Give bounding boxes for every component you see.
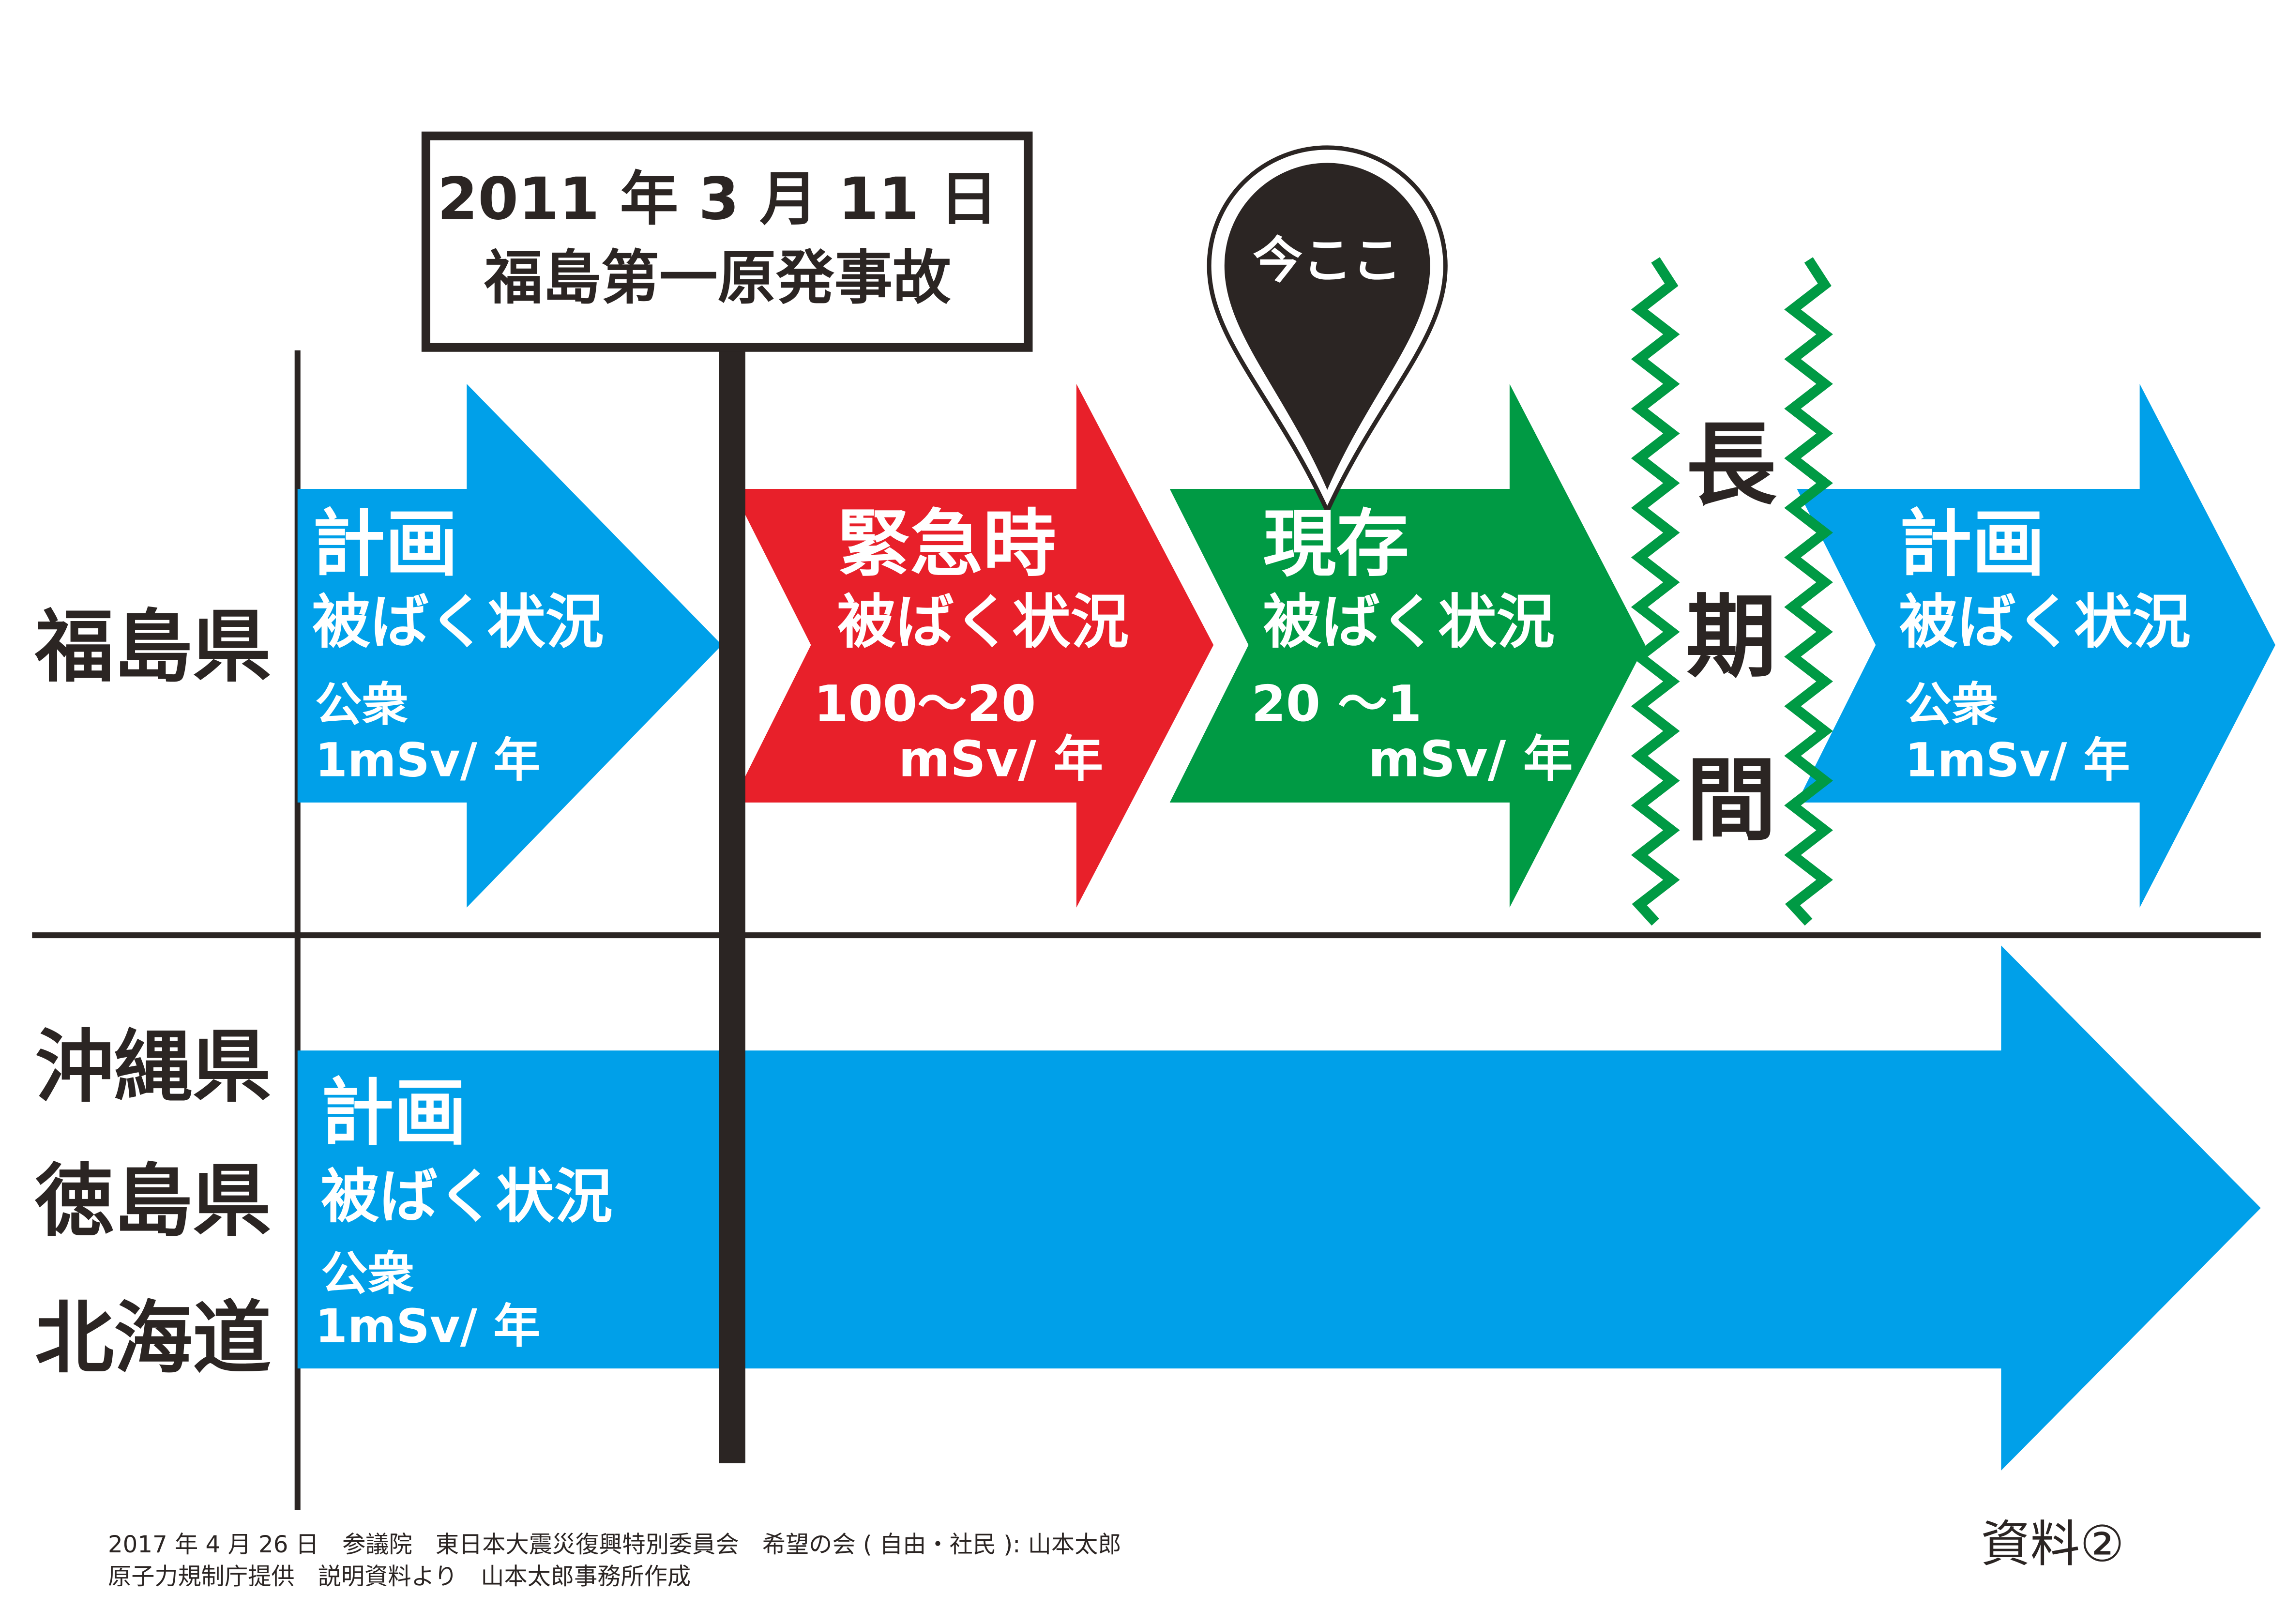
phase-title: 現存 [1263, 501, 1409, 587]
footer-source-line-1: 2017 年 4 月 26 日 参議院 東日本大震災復興特別委員会 希望の会 (… [108, 1531, 1121, 1558]
long-period-label: 長 期 間 [1686, 413, 1777, 853]
zigzag-break-right [1784, 257, 1833, 926]
phase-subtitle: 被ばく状況 [321, 1163, 613, 1231]
current-position-pin-outline [1207, 145, 1448, 516]
arrow-planned-after [1797, 384, 2275, 908]
phase-planned-before-text: 計画 被ばく状況 公衆 1mSv/ 年 [312, 501, 604, 788]
phase-dose-range: 100〜20 [814, 675, 1036, 733]
event-date: 2011 年 3 月 11 日 [437, 166, 998, 233]
phase-dose-range: 20 〜1 [1251, 675, 1422, 733]
marker-label: 今ここ [1253, 232, 1402, 289]
long-period-char: 期 [1686, 585, 1776, 690]
phase-title: 計画 [321, 1070, 467, 1155]
region-label-okinawa: 沖縄県 [35, 1022, 271, 1113]
arrow-planned-others [297, 945, 2261, 1471]
footer-source-line-2: 原子力規制庁提供 説明資料より 山本太郎事務所作成 [108, 1563, 691, 1590]
arrow-emergency [732, 384, 1214, 908]
phase-title: 計画 [312, 501, 458, 587]
phase-subtitle: 被ばく状況 [1263, 588, 1555, 656]
long-period-char: 間 [1686, 748, 1776, 853]
event-title: 福島第一原発事故 [484, 244, 952, 312]
phase-target: 公衆 [1905, 678, 1998, 732]
phase-dose-unit: mSv/ 年 [1368, 731, 1573, 789]
phase-existing-text: 現存 被ばく状況 20 〜1 mSv/ 年 [1251, 501, 1573, 789]
event-signpost-pole [719, 347, 745, 1463]
arrow-planned-before [297, 384, 722, 908]
phase-dose: 1mSv/ 年 [1905, 733, 2130, 788]
phase-title: 計画 [1899, 501, 2045, 587]
phase-subtitle: 被ばく状況 [312, 588, 604, 656]
phase-title: 緊急時 [837, 501, 1056, 587]
arrow-existing [1169, 384, 1646, 908]
phase-planned-others-text: 計画 被ばく状況 公衆 1mSv/ 年 [315, 1070, 613, 1353]
long-period-char: 長 [1686, 413, 1777, 518]
zigzag-break-left [1631, 257, 1680, 926]
phase-subtitle: 被ばく状況 [837, 588, 1129, 656]
event-signpost-board [421, 131, 1033, 352]
phase-dose-unit: mSv/ 年 [898, 731, 1103, 789]
document-label: 資料② [1981, 1516, 2124, 1573]
phase-subtitle: 被ばく状況 [1899, 588, 2191, 656]
region-label-tokushima: 徳島県 [34, 1156, 271, 1247]
phase-emergency-text: 緊急時 被ばく状況 100〜20 mSv/ 年 [814, 501, 1129, 789]
phase-target: 公衆 [315, 678, 409, 732]
phase-dose: 1mSv/ 年 [315, 733, 540, 788]
region-label-fukushima: 福島県 [34, 602, 271, 693]
phase-dose: 1mSv/ 年 [315, 1299, 540, 1353]
region-label-hokkaido: 北海道 [35, 1293, 271, 1384]
current-position-pin [1217, 155, 1438, 509]
phase-target: 公衆 [321, 1246, 414, 1301]
phase-planned-after-text: 計画 被ばく状況 公衆 1mSv/ 年 [1899, 501, 2191, 788]
